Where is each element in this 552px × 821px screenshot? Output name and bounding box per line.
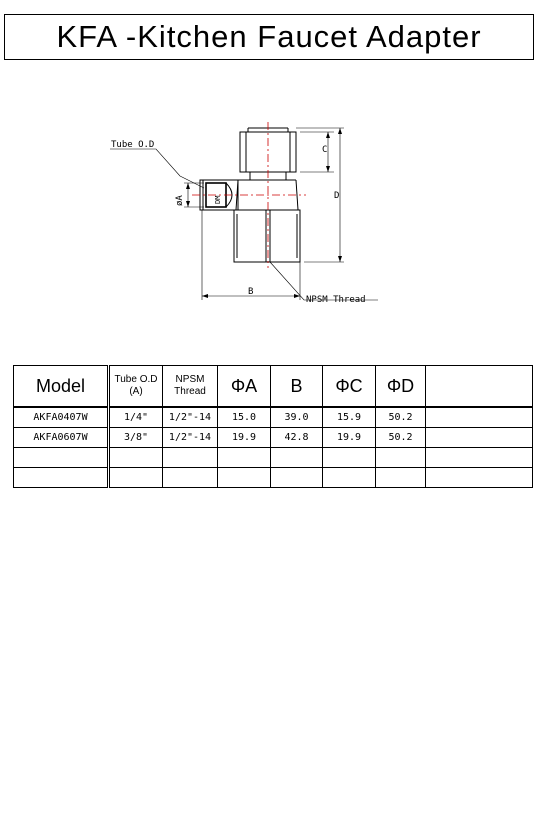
cell-npsm [162,467,218,488]
header-extra [425,365,533,408]
cell-extra [425,467,533,488]
cell-phi-c: 15.9 [322,406,376,428]
cell-phi-c: 19.9 [322,427,376,448]
header-b: B [270,365,323,408]
cell-npsm: 1/2"-14 [162,427,218,448]
cell-model [13,467,110,488]
label-npsm-thread: NPSM Thread [306,295,366,305]
header-phi-c: ΦC [322,365,376,408]
cell-phi-c [322,447,376,468]
cell-extra [425,406,533,428]
page-title: KFA -Kitchen Faucet Adapter [56,19,482,54]
cell-phi-a [217,467,271,488]
header-tube-od: Tube O.D(A) [108,365,163,408]
cell-model [13,447,110,468]
cell-b [270,447,323,468]
table-row [13,447,533,468]
table-row: AKFA0407W 1/4" 1/2"-14 15.0 39.0 15.9 50… [13,406,533,428]
label-tube-od: Tube O.D [111,140,154,150]
label-b: B [248,287,253,297]
cell-b: 42.8 [270,427,323,448]
header-phi-d: ΦD [375,365,426,408]
bottom-nut [233,209,301,263]
cell-tube-od: 1/4" [108,406,163,428]
technical-drawing: Tube O.D C D øA DM B NPSM Thread [110,122,378,305]
cell-npsm [162,447,218,468]
table-row [13,467,533,488]
table-row: AKFA0607W 3/8" 1/2"-14 19.9 42.8 19.9 50… [13,427,533,448]
cell-phi-d [375,447,426,468]
cell-phi-d: 50.2 [375,427,426,448]
cell-phi-a: 15.0 [217,406,271,428]
cell-model: AKFA0607W [13,427,110,448]
cell-tube-od: 3/8" [108,427,163,448]
label-phi-a: øA [175,195,185,206]
cell-npsm: 1/2"-14 [162,406,218,428]
cell-extra [425,447,533,468]
label-c: C [322,145,327,155]
cell-phi-a: 19.9 [217,427,271,448]
cell-phi-d [375,467,426,488]
label-dm: DM [214,196,222,204]
cell-phi-d: 50.2 [375,406,426,428]
header-model: Model [13,365,110,408]
cell-tube-od [108,447,163,468]
cell-extra [425,427,533,448]
cell-model: AKFA0407W [13,406,110,428]
cell-b: 39.0 [270,406,323,428]
cell-b [270,467,323,488]
label-d: D [334,191,339,201]
title-box: KFA -Kitchen Faucet Adapter [4,14,534,60]
cell-tube-od [108,467,163,488]
cell-phi-c [322,467,376,488]
header-phi-a: ΦA [217,365,271,408]
cell-phi-a [217,447,271,468]
